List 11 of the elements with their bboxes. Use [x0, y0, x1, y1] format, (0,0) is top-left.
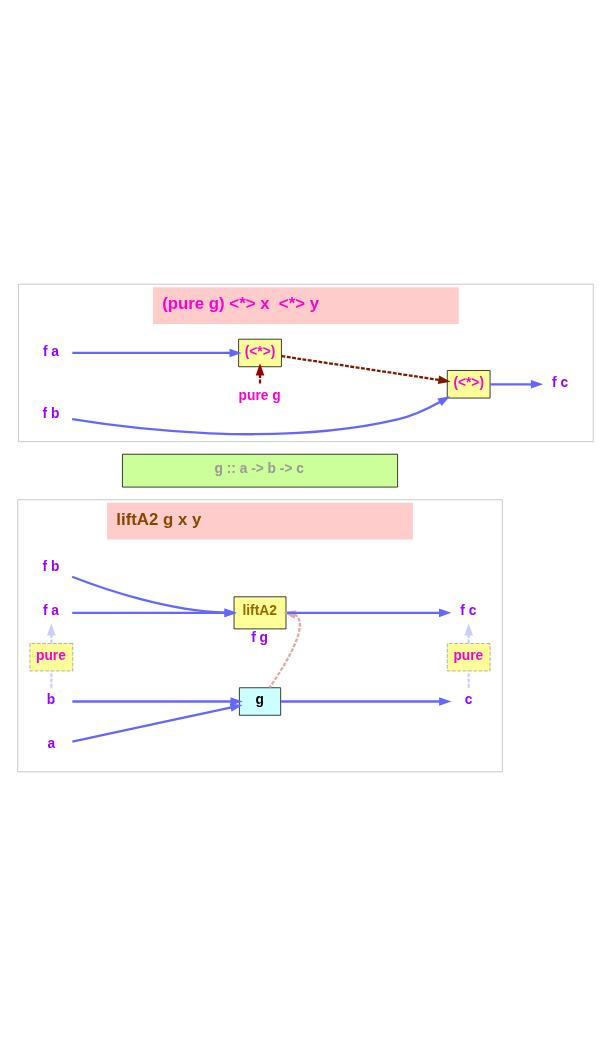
- node-text: f c: [460, 602, 477, 618]
- node-text: pure g: [238, 387, 281, 403]
- node-text: a: [47, 735, 56, 751]
- node-label: f g: [251, 629, 269, 645]
- node-text: f a: [42, 343, 59, 359]
- node-text: f b: [42, 405, 60, 421]
- node-text: f c: [552, 374, 569, 390]
- node-text: f b: [42, 558, 60, 574]
- node-text: f a: [42, 602, 59, 618]
- node-text: b: [46, 691, 56, 707]
- node-text: c: [464, 691, 473, 707]
